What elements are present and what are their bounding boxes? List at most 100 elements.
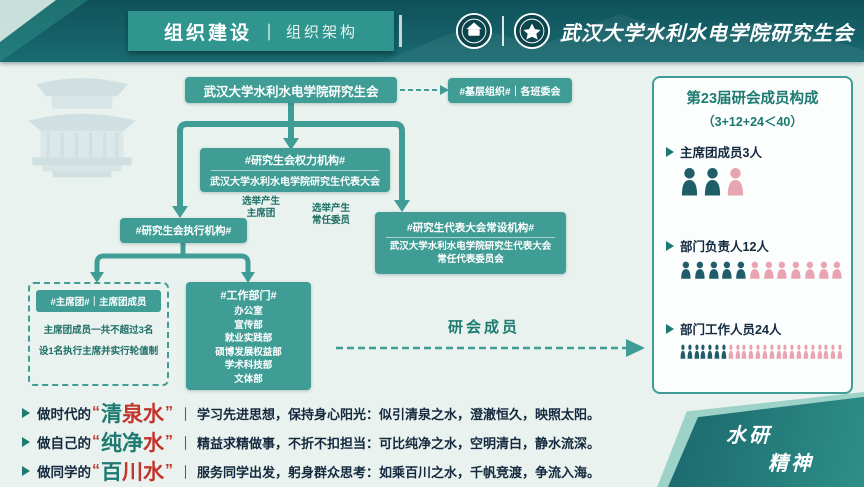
person-icon (830, 344, 836, 359)
quote-mark: “ (92, 462, 100, 479)
motto-description: 服务同学出发，躬身群众思考：如乘百川之水，千帆竞渡，争流入海。 (197, 464, 601, 480)
divider (211, 170, 379, 171)
person-icon (748, 344, 754, 359)
person-icon (837, 344, 843, 359)
person-icon (736, 261, 746, 279)
department-item: 学术科技部 (224, 360, 273, 371)
person-icon (694, 344, 699, 359)
elect-label-right: 选举产生 常任委员 (311, 203, 350, 226)
departments-tag: #工作部门# (220, 290, 277, 302)
presidium-box: #主席团#｜主席团成员 主席团成员一共不超过3名 设1名执行主席并实行轮值制 (28, 282, 169, 386)
person-icon (681, 167, 698, 196)
motto-prefix: 做自己的 (37, 436, 91, 451)
person-icon (777, 261, 787, 279)
motto-keyword-char: 川 (122, 459, 143, 484)
motto-keyword: 清泉水 (101, 398, 164, 428)
spirit-badge-line1: 水研 (726, 423, 772, 447)
person-icon (708, 261, 719, 279)
arrow-bullet-icon (22, 408, 30, 418)
brand-area: 武汉大学水利水电学院研究生会 (455, 0, 854, 62)
university-seal-icon (455, 12, 493, 50)
department-item: 办公室 (234, 306, 263, 317)
building-watermark-icon (28, 78, 136, 178)
member-icons-row (680, 344, 843, 359)
presidium-tag: #主席团#｜主席团成员 (36, 290, 161, 312)
base-org-box: #基层组织#｜各班委会 (448, 78, 572, 103)
person-icon (810, 344, 815, 359)
separator: ｜ (179, 464, 193, 480)
slide-title: 组织建设 (163, 22, 252, 44)
standing-tag: #研究生代表大会常设机构# (406, 222, 535, 234)
slide-title-plate: 组织建设 ｜ 组织架构 (128, 11, 402, 51)
motto-keyword-char: 水 (143, 459, 164, 484)
motto-description: 精益求精做事，不折不扣担当：可比纯净之水，空明清白，静水流深。 (197, 435, 601, 451)
member-icons-row (680, 261, 843, 279)
separator: ｜ (179, 406, 193, 422)
org-root-box: 武汉大学水利水电学院研究生会 (185, 77, 397, 103)
base-org-label: #基层组织#｜各班委会 (459, 87, 561, 98)
person-icon (722, 261, 732, 279)
person-icon (735, 344, 740, 359)
arrow-bullet-icon (666, 240, 674, 251)
motto-lines: 做时代的“清泉水”｜学习先进思想，保持身心阳光：似引清泉之水，澄澈恒久，映照太阳… (22, 400, 698, 484)
title-divider: ｜ (260, 25, 277, 42)
arrow-bullet-icon (666, 323, 674, 334)
member-group: 主席团成员3人 (666, 142, 843, 196)
department-item: 文体部 (234, 373, 263, 385)
member-group-label: 部门负责人12人 (680, 240, 769, 254)
motto-line: 做同学的“百川水”｜服务同学出发，躬身群众思考：如乘百川之水，千帆竞渡，争流入海… (22, 458, 698, 484)
person-icon (680, 344, 686, 359)
person-icon (791, 261, 801, 279)
quote-mark: ” (165, 404, 173, 421)
member-group-label-row: 部门工作人员24人 (666, 319, 843, 338)
person-icon (755, 344, 761, 359)
arrow-bullet-icon (22, 466, 30, 476)
spirit-badge-line2: 精神 (768, 451, 814, 475)
person-icon (694, 261, 705, 279)
standing-box: #研究生代表大会常设机构# 武汉大学水利水电学院研究生代表大会 常任代表委员会 (375, 212, 566, 274)
quote-mark: “ (92, 404, 100, 421)
motto-keyword: 纯净水 (101, 427, 164, 457)
quote-mark: ” (165, 462, 173, 479)
presidium-note: 主席团成员一共不超过3名 设1名执行主席并实行轮值制 (38, 325, 159, 357)
motto-line: 做时代的“清泉水” ｜学习先进思想，保持身心阳光：似引清泉之水，澄澈恒久，映照太阳… (22, 400, 698, 426)
person-icon (804, 261, 815, 279)
member-group: 部门负责人12人 (666, 236, 843, 279)
person-icon (727, 167, 744, 196)
motto-prefix: 做时代的 (37, 407, 91, 422)
member-group-label: 主席团成员3人 (680, 146, 762, 160)
department-item: 就业实践部 (224, 333, 273, 344)
person-icon (721, 344, 727, 359)
elect-label-left: 选举产生 主席团 (241, 196, 280, 219)
separator: ｜ (179, 435, 193, 451)
motto-keyword-char: 纯 (101, 430, 122, 455)
person-icon (742, 344, 747, 359)
department-item: 宣传部 (234, 319, 263, 331)
motto-keyword-char: 百 (101, 459, 122, 484)
department-list: 办公室宣传部就业实践部硕博发展权益部学术科技部文体部 (215, 305, 282, 386)
person-icon (687, 344, 693, 359)
exec-org-label: #研究生会执行机构# (135, 225, 232, 237)
person-icon (783, 344, 788, 359)
standing-name-line1: 武汉大学水利水电学院研究生代表大会 (389, 241, 552, 252)
standing-name-line2: 常任代表委员会 (437, 254, 504, 265)
person-icon (796, 344, 802, 359)
person-icon (762, 344, 768, 359)
member-group-label-row: 主席团成员3人 (666, 142, 843, 161)
person-icon (803, 344, 809, 359)
motto-description: 学习先进思想，保持身心阳光：似引清泉之水，澄澈恒久，映照太阳。 (197, 406, 601, 422)
motto-keyword-char: 净 (122, 430, 143, 455)
department-item: 硕博发展权益部 (215, 346, 282, 358)
motto-keyword-char: 泉 (122, 401, 143, 426)
person-icon (769, 344, 775, 359)
person-icon (789, 344, 795, 359)
college-seal-icon (513, 12, 551, 50)
motto-keyword-char: 清 (101, 401, 122, 426)
person-icon (707, 344, 713, 359)
motto-keyword: 百川水 (101, 456, 164, 486)
member-group-label-row: 部门负责人12人 (666, 236, 843, 255)
header-landscape-decoration (380, 14, 864, 62)
brand-calligraphy-text: 武汉大学水利水电学院研究生会 (560, 20, 854, 45)
divider (386, 237, 555, 238)
